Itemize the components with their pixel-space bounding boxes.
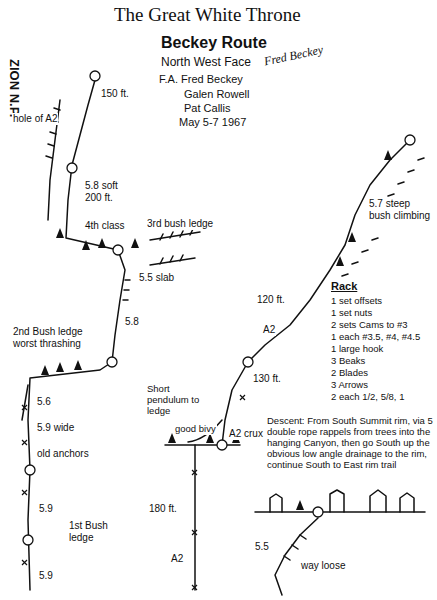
belay-station xyxy=(107,357,117,367)
route-label: Beckey Route xyxy=(160,34,268,52)
hatching xyxy=(284,535,306,560)
route-label: 5.8 xyxy=(124,316,140,328)
hatching xyxy=(46,108,193,300)
route-label: 5.9 wide xyxy=(36,422,75,434)
route-label: old anchors xyxy=(36,448,90,460)
belay-station xyxy=(25,465,35,475)
bolt-marks xyxy=(22,395,245,590)
route-label: way loose xyxy=(300,560,346,572)
route-label: A2 crux xyxy=(228,428,264,440)
route-label: 1 large hook xyxy=(330,344,384,355)
route-label: 5.9 xyxy=(38,570,54,582)
route-label: 5.6 xyxy=(36,396,52,408)
route-label: May 5-7 1967 xyxy=(178,116,247,129)
route-label: 2 sets Cams to #3 xyxy=(330,320,409,331)
route-label: good bivy xyxy=(174,424,217,435)
route-label: 120 ft. xyxy=(256,294,286,306)
route-label: 5.5 xyxy=(254,541,270,553)
route-label: hole of A2 xyxy=(12,113,58,125)
title: The Great White Throne xyxy=(112,4,303,26)
hatching xyxy=(332,158,424,288)
route-label: A2 xyxy=(170,553,184,565)
route-label: 130 ft. xyxy=(252,373,282,385)
belay-station xyxy=(405,135,415,145)
cliff-edge xyxy=(22,100,200,420)
route-label: North West Face xyxy=(160,56,252,70)
route-label: F.A. Fred Beckey xyxy=(158,73,244,86)
route-label: Galen Rowell xyxy=(183,88,250,101)
route-label: A2 xyxy=(262,324,276,336)
route-label: 150 ft. xyxy=(100,88,130,100)
route-label: 3rd bush ledge xyxy=(146,218,214,230)
route-label: 2nd Bush ledge worst thrashing xyxy=(12,326,104,349)
ledge-line xyxy=(165,444,240,446)
route-label: Rack xyxy=(330,280,358,293)
route-label: 180 ft. xyxy=(148,503,178,515)
route-label: 4th class xyxy=(84,220,125,232)
route-label: Descent: From South Summit rim, via 5 do… xyxy=(266,416,434,471)
route-label: 1 each #3.5, #4, #4.5 xyxy=(330,332,421,343)
route-label: 3 Beaks xyxy=(330,356,366,367)
route-line xyxy=(275,518,318,595)
belay-station xyxy=(313,507,323,517)
route-label: 1st Bush ledge xyxy=(68,520,126,543)
route-label: 2 Blades xyxy=(330,368,369,379)
route-label: 2 each 1/2, 5/8, 1 xyxy=(330,392,405,403)
canyon-towers xyxy=(270,490,414,512)
belay-station xyxy=(23,535,33,545)
route-label: 1 set offsets xyxy=(330,296,383,307)
route-label: 3 Arrows xyxy=(330,380,369,391)
route-label: Pat Callis xyxy=(183,102,231,115)
route-label: 5.5 slab xyxy=(138,272,175,284)
belay-station xyxy=(243,357,253,367)
route-label: 5.9 xyxy=(38,503,54,515)
route-label: Short pendulum to ledge xyxy=(146,384,204,417)
belay-station xyxy=(113,245,123,255)
route-label: 5.7 steep bush climbing xyxy=(368,198,432,221)
route-line xyxy=(194,445,196,590)
route-label: 1 set nuts xyxy=(330,308,373,319)
belay-station xyxy=(90,71,100,81)
belay-station xyxy=(217,440,227,450)
route-label: Fred Beckey xyxy=(262,43,325,69)
route-label: 5.8 soft 200 ft. xyxy=(84,180,134,203)
belay-station xyxy=(67,163,77,173)
route-label: ZION N.P. xyxy=(6,58,21,118)
route-line xyxy=(222,140,410,445)
